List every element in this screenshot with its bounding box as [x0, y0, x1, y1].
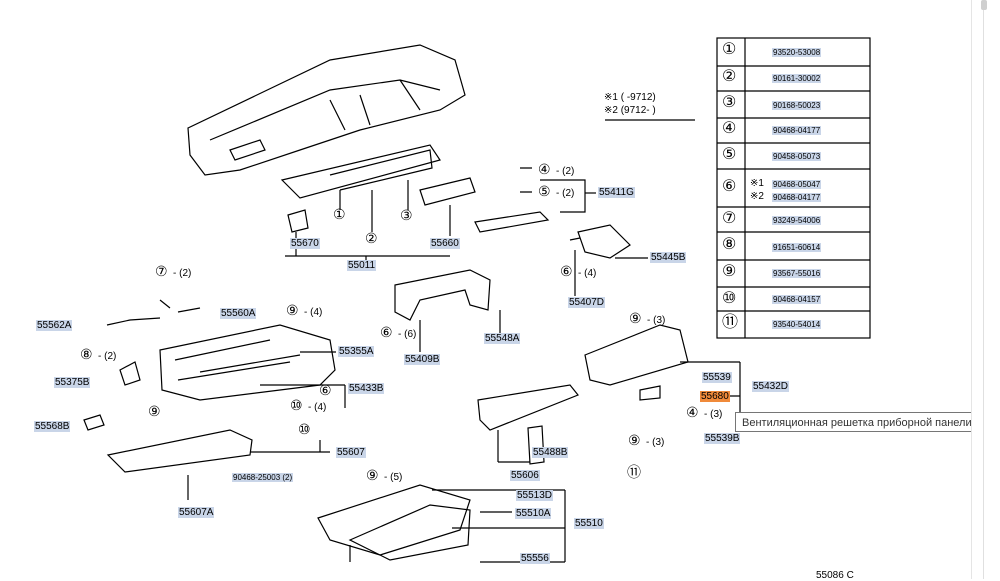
callout-1: ①	[333, 206, 346, 222]
callout-9-mid: ⑨	[628, 432, 641, 448]
part-55548a[interactable]: 55548A	[484, 333, 521, 344]
part-55568b[interactable]: 55568B	[34, 421, 71, 432]
table-num-8: ⑧	[722, 236, 737, 253]
part-55445b[interactable]: 55445B	[650, 252, 687, 263]
part-55560a[interactable]: 55560A	[220, 308, 257, 319]
part-55510[interactable]: 55510	[574, 518, 604, 529]
table-code-8[interactable]: 91651-60614	[772, 243, 822, 252]
table-num-3: ③	[722, 94, 737, 111]
part-55433b[interactable]: 55433B	[348, 383, 385, 394]
callout-6-hood-qty: - (6)	[398, 329, 417, 340]
table-mark-6-2: ※2	[750, 191, 764, 202]
part-55670[interactable]: 55670	[290, 238, 320, 249]
part-55680-highlighted[interactable]: 55680	[700, 391, 730, 402]
table-num-1: ①	[722, 41, 737, 58]
table-num-11: ⑪	[722, 314, 739, 331]
callout-6-glovebox: ⑥	[319, 382, 332, 398]
part-tooltip: Вентиляционная решетка приборной панели,…	[735, 412, 996, 432]
table-code-11[interactable]: 93540-54014	[772, 320, 822, 329]
table-num-10: ⑩	[722, 290, 737, 307]
part-55539[interactable]: 55539	[702, 372, 732, 383]
callout-6-bracket-qty: - (4)	[578, 268, 597, 279]
callout-10-a: ⑩	[290, 397, 303, 413]
callout-2: ②	[365, 230, 378, 246]
table-code-6-1[interactable]: 90468-05047	[772, 180, 822, 189]
callout-10-b: ⑩	[298, 421, 311, 437]
table-code-9[interactable]: 93567-55016	[772, 269, 822, 278]
callout-6-hood: ⑥	[380, 324, 393, 340]
table-num-2: ②	[722, 68, 737, 85]
part-55607a[interactable]: 55607A	[178, 507, 215, 518]
callout-10-a-qty: - (4)	[308, 402, 327, 413]
table-code-1[interactable]: 93520-53008	[772, 48, 822, 57]
part-55513d[interactable]: 55513D	[516, 490, 554, 501]
callout-3: ③	[400, 207, 413, 223]
table-code-2[interactable]: 90161-30002	[772, 74, 822, 83]
callout-9-bottom-qty: - (5)	[384, 472, 403, 483]
callout-9-right: ⑨	[629, 310, 642, 326]
callout-7: ⑦	[155, 263, 168, 279]
table-code-6-2[interactable]: 90468-04177	[772, 193, 822, 202]
table-code-10[interactable]: 90468-04157	[772, 295, 822, 304]
legend-line-2: ※2 (9712- )	[604, 105, 656, 116]
part-55355a[interactable]: 55355A	[338, 346, 375, 357]
callout-9-left: ⑨	[286, 302, 299, 318]
callout-6-bracket: ⑥	[560, 263, 573, 279]
part-90468-25003[interactable]: 90468-25003 (2)	[232, 473, 294, 482]
callout-5-qty: - (2)	[556, 188, 575, 199]
callout-9-right-qty: - (3)	[647, 315, 666, 326]
part-55432d[interactable]: 55432D	[752, 381, 790, 392]
part-55606[interactable]: 55606	[510, 470, 540, 481]
part-55407d[interactable]: 55407D	[568, 297, 606, 308]
part-55510a[interactable]: 55510A	[515, 508, 552, 519]
callout-9-left-qty: - (4)	[304, 307, 323, 318]
callout-8: ⑧	[80, 346, 93, 362]
table-code-4[interactable]: 90468-04177	[772, 126, 822, 135]
part-55556[interactable]: 55556	[520, 553, 550, 564]
table-code-5[interactable]: 90458-05073	[772, 152, 822, 161]
callout-9-mid-qty: - (3)	[646, 437, 665, 448]
part-55375b[interactable]: 55375B	[54, 377, 91, 388]
callout-5: ⑤	[538, 183, 551, 199]
diagram-code: 55086 C	[816, 570, 854, 581]
vertical-scrollbar[interactable]	[971, 0, 1000, 579]
table-code-7[interactable]: 93249-54006	[772, 216, 822, 225]
legend-line-1: ※1 ( -9712)	[604, 92, 656, 103]
callout-9-bottom: ⑨	[366, 467, 379, 483]
callout-4-qty: - (2)	[556, 166, 575, 177]
callout-11: ⑪	[627, 464, 641, 480]
callout-4: ④	[538, 161, 551, 177]
table-num-5: ⑤	[722, 146, 737, 163]
part-55011[interactable]: 55011	[347, 260, 377, 271]
callout-4-right: ④	[686, 404, 699, 420]
part-55607[interactable]: 55607	[336, 447, 366, 458]
table-code-3[interactable]: 90168-50023	[772, 101, 822, 110]
callout-8-qty: - (2)	[98, 351, 117, 362]
table-mark-6-1: ※1	[750, 178, 764, 189]
callout-7-qty: - (2)	[173, 268, 192, 279]
part-55409b[interactable]: 55409B	[404, 354, 441, 365]
callout-9-lower: ⑨	[148, 403, 161, 419]
part-55411g[interactable]: 55411G	[598, 187, 635, 198]
scrollbar-thumb[interactable]	[981, 0, 987, 10]
part-55539b[interactable]: 55539B	[704, 433, 741, 444]
table-num-7: ⑦	[722, 210, 737, 227]
table-num-6: ⑥	[722, 178, 737, 195]
part-55562a[interactable]: 55562A	[36, 320, 73, 331]
scrollbar-rail	[983, 0, 984, 579]
table-num-9: ⑨	[722, 263, 737, 280]
part-55488b[interactable]: 55488B	[532, 447, 569, 458]
table-num-4: ④	[722, 120, 737, 137]
callout-4-right-qty: - (3)	[704, 409, 723, 420]
part-55660[interactable]: 55660	[430, 238, 460, 249]
